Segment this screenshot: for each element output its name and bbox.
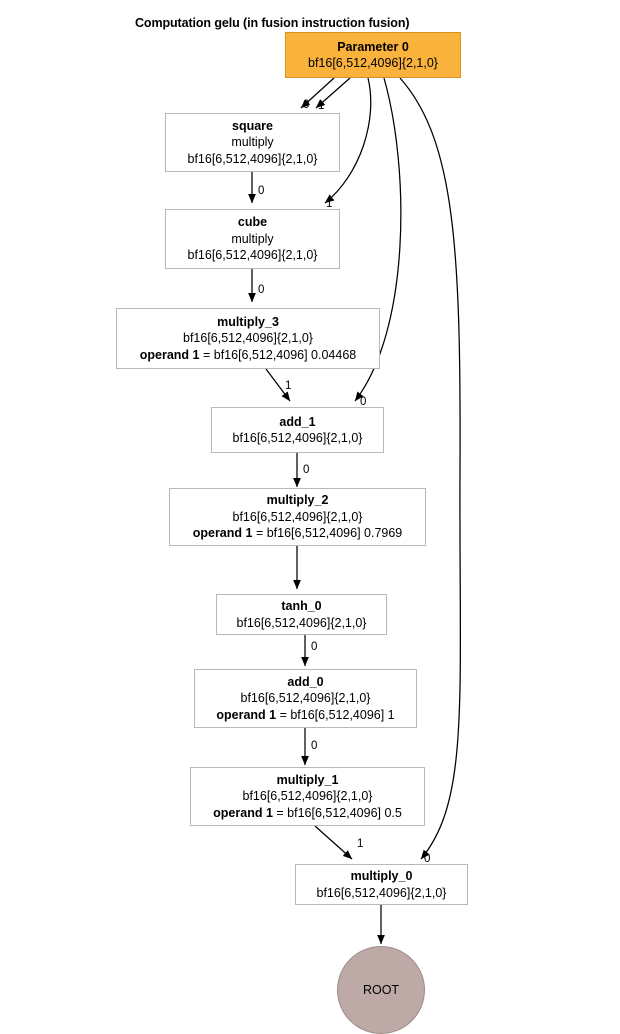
node-add-0[interactable]: add_0 bf16[6,512,4096]{2,1,0} operand 1 … <box>194 669 417 728</box>
node-square-opcode: multiply <box>231 135 274 150</box>
node-multiply-3[interactable]: multiply_3 bf16[6,512,4096]{2,1,0} opera… <box>116 308 380 369</box>
edge-parameter0-cube-1 <box>324 77 372 204</box>
node-multiply-2-operand-value: = bf16[6,512,4096] 0.7969 <box>252 526 403 541</box>
node-multiply-1-operand-key: operand 1 <box>213 805 273 820</box>
node-add-0-shape: bf16[6,512,4096]{2,1,0} <box>240 691 371 706</box>
edge-label-tanh0-add0: 0 <box>311 641 318 653</box>
node-square[interactable]: square multiply bf16[6,512,4096]{2,1,0} <box>165 113 340 172</box>
node-root[interactable]: ROOT <box>337 946 425 1034</box>
node-multiply-1-operand: operand 1 = bf16[6,512,4096] 0.5 <box>213 805 402 822</box>
node-add-1-name: add_1 <box>279 414 316 429</box>
edge-label-parameter0-square-0: 0 <box>303 99 310 111</box>
edge-label-multiply3-add1: 1 <box>285 380 292 392</box>
node-cube-name: cube <box>237 215 268 230</box>
node-multiply-3-operand-key: operand 1 <box>139 347 200 362</box>
edge-parameter0-multiply0-0 <box>399 77 462 860</box>
edge-parameter0-square-0 <box>300 77 335 109</box>
graph-title: Computation gelu (in fusion instruction … <box>135 16 410 30</box>
node-add-1-shape: bf16[6,512,4096]{2,1,0} <box>232 431 363 445</box>
node-multiply-3-name: multiply_3 <box>217 314 279 329</box>
node-add-1[interactable]: add_1 bf16[6,512,4096]{2,1,0} <box>211 407 384 453</box>
node-multiply-2-name: multiply_2 <box>266 493 329 508</box>
edge-label-parameter0-multiply0-0: 0 <box>424 853 431 865</box>
node-add-0-operand: operand 1 = bf16[6,512,4096] 1 <box>216 707 394 724</box>
edge-label-parameter0-square-1: 1 <box>318 100 325 112</box>
node-add-0-operand-key: operand 1 <box>216 707 277 722</box>
edge-multiply3-add1 <box>265 368 291 402</box>
node-parameter-0-shape: bf16[6,512,4096]{2,1,0} <box>308 56 438 70</box>
node-multiply-0[interactable]: multiply_0 bf16[6,512,4096]{2,1,0} <box>295 864 468 905</box>
node-multiply-2-operand: operand 1 = bf16[6,512,4096] 0.7969 <box>193 525 403 542</box>
node-cube-opcode: multiply <box>231 231 274 246</box>
node-add-0-name: add_0 <box>287 674 324 689</box>
node-multiply-1[interactable]: multiply_1 bf16[6,512,4096]{2,1,0} opera… <box>190 767 425 826</box>
node-tanh-0[interactable]: tanh_0 bf16[6,512,4096]{2,1,0} <box>216 594 387 635</box>
node-multiply-0-name: multiply_0 <box>350 869 413 883</box>
node-parameter-0[interactable]: Parameter 0 bf16[6,512,4096]{2,1,0} <box>285 32 461 78</box>
node-parameter-0-name: Parameter 0 <box>337 39 409 54</box>
node-cube-shape: bf16[6,512,4096]{2,1,0} <box>187 248 318 263</box>
edge-label-multiply1-multiply0: 1 <box>357 838 364 850</box>
node-multiply-2[interactable]: multiply_2 bf16[6,512,4096]{2,1,0} opera… <box>169 488 426 546</box>
edge-parameter0-square-1 <box>315 77 351 109</box>
edge-label-add1-multiply2: 0 <box>303 464 310 476</box>
node-square-shape: bf16[6,512,4096]{2,1,0} <box>187 151 318 166</box>
edge-multiply1-multiply0 <box>314 825 353 860</box>
edge-label-add0-multiply1: 0 <box>311 740 318 752</box>
edge-label-square-cube: 0 <box>258 185 265 197</box>
node-root-label: ROOT <box>362 982 400 997</box>
node-multiply-2-shape: bf16[6,512,4096]{2,1,0} <box>232 509 363 524</box>
edge-label-parameter0-cube-1: 1 <box>326 198 333 210</box>
node-multiply-0-shape: bf16[6,512,4096]{2,1,0} <box>316 885 447 900</box>
node-multiply-3-operand-value: = bf16[6,512,4096] 0.04468 <box>199 347 357 362</box>
edge-label-parameter0-add1-0: 0 <box>360 396 367 408</box>
edge-label-cube-multiply3: 0 <box>258 284 265 296</box>
node-multiply-1-shape: bf16[6,512,4096]{2,1,0} <box>242 789 373 804</box>
node-tanh-0-shape: bf16[6,512,4096]{2,1,0} <box>236 615 367 630</box>
node-cube[interactable]: cube multiply bf16[6,512,4096]{2,1,0} <box>165 209 340 269</box>
node-square-name: square <box>232 118 273 133</box>
node-tanh-0-name: tanh_0 <box>281 599 322 613</box>
node-multiply-1-name: multiply_1 <box>276 772 339 787</box>
node-multiply-3-shape: bf16[6,512,4096]{2,1,0} <box>183 331 313 346</box>
node-add-0-operand-value: = bf16[6,512,4096] 1 <box>276 707 395 722</box>
node-multiply-3-operand: operand 1 = bf16[6,512,4096] 0.04468 <box>140 347 357 364</box>
node-multiply-2-operand-key: operand 1 <box>192 526 253 541</box>
node-multiply-1-operand-value: = bf16[6,512,4096] 0.5 <box>272 805 402 820</box>
